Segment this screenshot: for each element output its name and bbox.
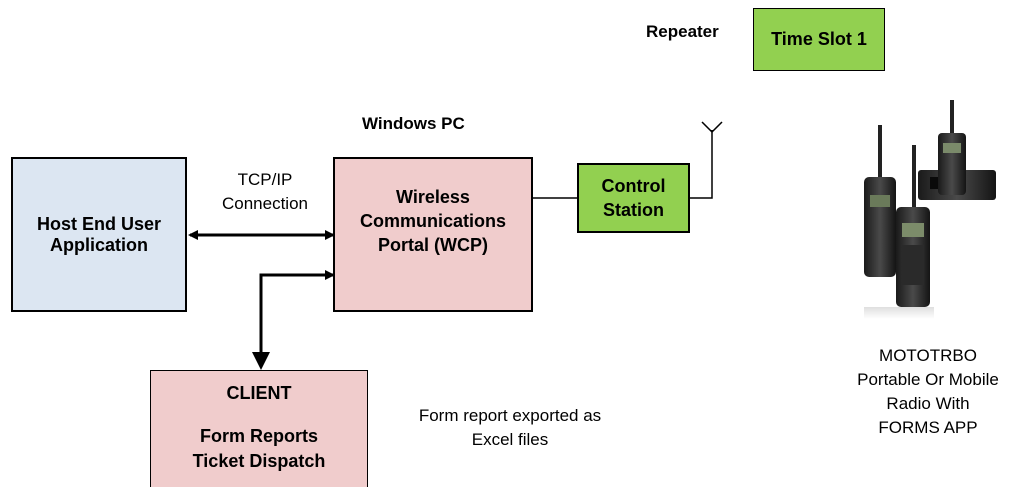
radios-line3: Radio With [886, 394, 970, 413]
antenna-icon [701, 121, 723, 134]
host-app-line2: Application [50, 234, 148, 255]
client-box: CLIENT Form Reports Ticket Dispatch [150, 370, 368, 487]
time-slot-label: Time Slot 1 [771, 29, 867, 49]
host-app-box: Host End User Application [11, 157, 187, 312]
wcp-line2: Communications [359, 211, 506, 231]
export-note: Form report exported as Excel files [380, 404, 640, 452]
client-arrow-head [252, 352, 270, 370]
control-station-box: Control Station [577, 163, 690, 233]
radios-caption: MOTOTRBO Portable Or Mobile Radio With F… [830, 344, 1021, 440]
radios-line2: Portable Or Mobile [857, 370, 999, 389]
time-slot-box: Time Slot 1 [753, 8, 885, 71]
client-line1: Form Reports [199, 426, 318, 446]
radios-image [864, 100, 996, 319]
radios-line1: MOTOTRBO [879, 346, 977, 365]
client-arrow [259, 270, 335, 360]
export-note-line1: Form report exported as [418, 406, 602, 425]
tcpip-line2: Connection [221, 194, 308, 213]
client-title: CLIENT [226, 383, 292, 403]
wcp-line3: Portal (WCP) [378, 235, 488, 255]
tcpip-line1: TCP/IP [237, 170, 293, 189]
wcp-box: Wireless Communications Portal (WCP) [333, 157, 533, 312]
host-app-line1: Host End User [36, 213, 162, 234]
control-line2: Station [603, 200, 664, 220]
client-line2: Ticket Dispatch [192, 451, 326, 471]
tcpip-label: TCP/IP Connection [200, 168, 330, 216]
control-line1: Control [601, 176, 666, 196]
windows-pc-label: Windows PC [362, 114, 465, 133]
radios-line4: FORMS APP [878, 418, 978, 437]
wcp-line1: Wireless [396, 187, 470, 207]
export-note-line2: Excel files [471, 430, 549, 449]
repeater-label: Repeater [646, 22, 719, 41]
antenna-line [690, 130, 713, 199]
